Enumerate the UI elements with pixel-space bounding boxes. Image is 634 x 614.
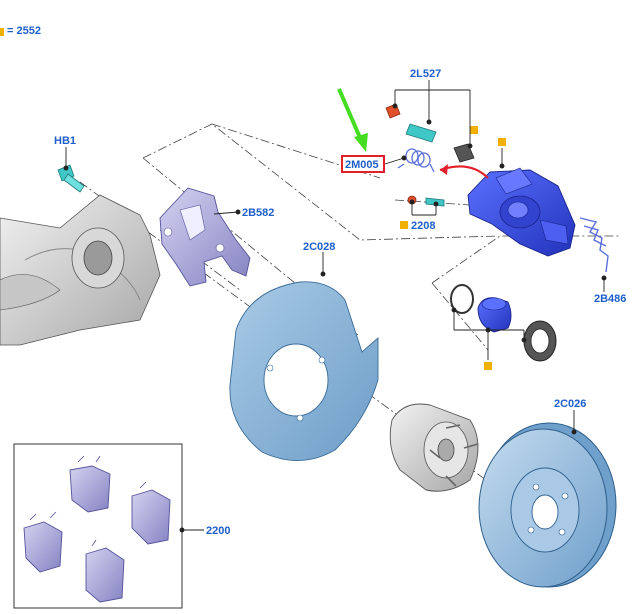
- legend-text: = 2552: [7, 25, 41, 37]
- legend-swatch: [0, 28, 4, 36]
- label-2b582[interactable]: 2B582: [242, 207, 274, 219]
- label-hb1[interactable]: HB1: [54, 135, 76, 147]
- hub-bearing: [389, 403, 479, 492]
- green-arrow-head: [354, 133, 368, 152]
- highlight-box: [341, 155, 385, 173]
- label-2m005[interactable]: 2M005: [345, 159, 379, 171]
- label-2c026[interactable]: 2C026: [554, 398, 586, 410]
- leader-lines: [63, 80, 607, 533]
- marker-squares: [400, 126, 506, 370]
- label-2l527[interactable]: 2L527: [410, 68, 441, 80]
- caliper-bracket: [159, 187, 251, 287]
- green-arrow-shaft: [337, 88, 363, 141]
- label-2200[interactable]: 2200: [206, 525, 230, 537]
- label-2208[interactable]: 2208: [411, 220, 435, 232]
- piston-group: [450, 284, 557, 362]
- red-arrow-head: [440, 164, 448, 175]
- spring-clip: [579, 217, 609, 273]
- dust-shield: [229, 281, 379, 461]
- hub-bolt: [57, 164, 85, 193]
- brake-disc: [478, 422, 617, 588]
- spring: [397, 148, 435, 173]
- knuckle: [0, 194, 161, 346]
- brake-pads: [23, 465, 171, 603]
- caliper: [467, 167, 576, 257]
- pad-clips: [29, 455, 147, 547]
- label-2c028[interactable]: 2C028: [303, 241, 335, 253]
- label-2b486[interactable]: 2B486: [594, 293, 626, 305]
- guide-pin-bolts: [385, 103, 475, 163]
